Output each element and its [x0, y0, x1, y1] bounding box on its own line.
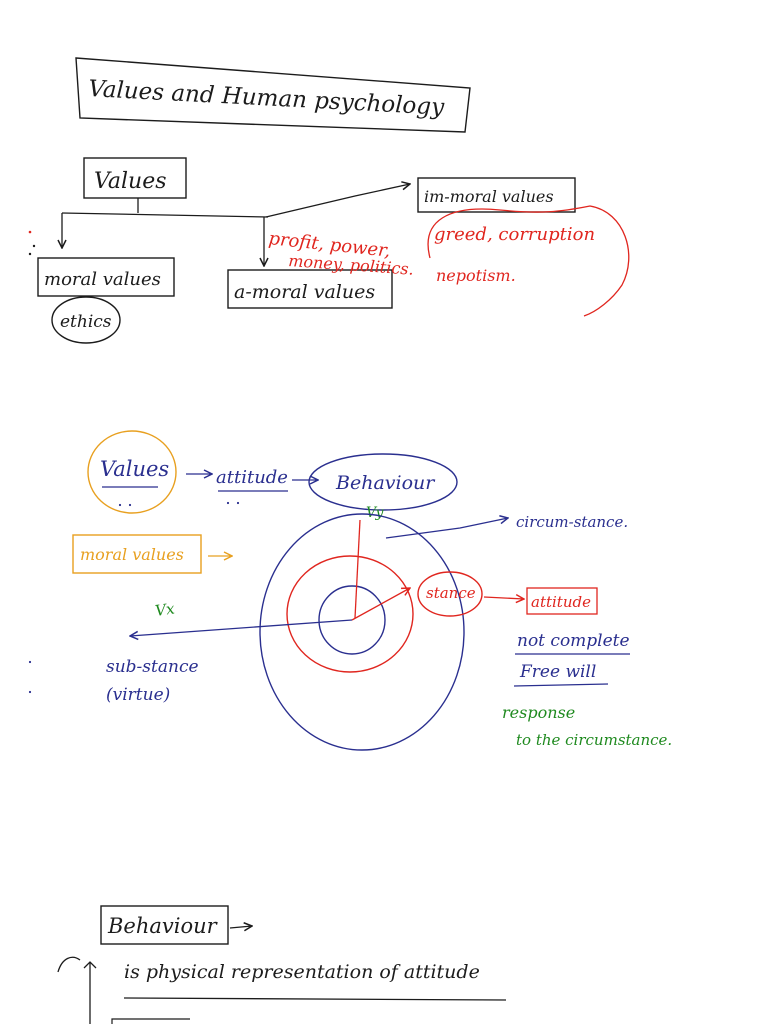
- arrow-center-to-stance: [351, 588, 410, 621]
- immoral-examples-line1: greed, corruption: [434, 224, 595, 245]
- amoral-values-box: [227, 269, 393, 309]
- values-root-box: [83, 157, 187, 199]
- definition-underline: [123, 997, 507, 1001]
- behaviour-ellipse: [308, 453, 458, 511]
- margin-dot: [128, 503, 132, 507]
- inner-circle: [318, 585, 386, 655]
- cut-off-box-edge: [111, 1018, 190, 1024]
- free-will-underline: [513, 683, 609, 687]
- behaviour-box: [100, 905, 229, 945]
- left-hook-mark: [57, 956, 81, 973]
- title-box: [75, 57, 471, 133]
- diagram-moral-values-label: moral values: [80, 545, 184, 564]
- amoral-values-label: a-moral values: [234, 281, 375, 303]
- outer-circle: [259, 513, 465, 751]
- circumstance-label: circum-stance.: [516, 513, 628, 531]
- ethics-label: ethics: [60, 312, 112, 332]
- moral-values-box: [37, 257, 175, 297]
- arrow-from-behaviour: [229, 926, 252, 928]
- vx-label: Vx: [154, 599, 176, 620]
- middle-circle: [286, 555, 414, 673]
- attitude-box-label: attitude: [531, 593, 591, 611]
- immoral-values-box: [417, 177, 576, 213]
- attitude-box: [526, 587, 598, 615]
- margin-dot: [28, 690, 32, 694]
- immoral-examples-line2: nepotism.: [436, 266, 516, 285]
- margin-dot: [118, 503, 122, 507]
- behaviour-definition-text: is physical representation of attitude: [124, 961, 480, 983]
- diagram-attitude-label: attitude: [216, 467, 288, 488]
- margin-dot: [236, 501, 240, 505]
- to-the-circumstance-label: to the circumstance.: [516, 731, 672, 749]
- psychology-diagram: Values attitude Behaviour Vy circum-stan…: [28, 430, 672, 751]
- ethics-circle: [51, 296, 121, 344]
- diagram-values-label: Values: [100, 457, 169, 481]
- vy-label: Vy: [366, 505, 385, 521]
- response-label: response: [502, 703, 575, 722]
- stance-label: stance: [426, 584, 476, 602]
- diagram-moral-values-box: [72, 534, 202, 574]
- arrow-stance-to-attitude: [483, 597, 524, 599]
- not-complete-label: not complete: [517, 631, 630, 651]
- amoral-examples-line2: money, politics.: [288, 251, 415, 279]
- moral-values-label: moral values: [44, 269, 161, 290]
- stance-ellipse: [417, 571, 483, 617]
- margin-dot: [32, 244, 36, 248]
- values-root-label: Values: [94, 169, 167, 194]
- title-block: Values and Human psychology: [75, 57, 471, 133]
- margin-dot: [226, 501, 230, 505]
- diagram-behaviour-label: Behaviour: [335, 472, 436, 494]
- left-arrowhead: [83, 961, 97, 969]
- arrow-to-immoral: [265, 184, 410, 218]
- bottom-behaviour-label: Behaviour: [107, 914, 219, 938]
- margin-dot: [28, 230, 32, 234]
- virtue-label: (virtue): [106, 685, 170, 705]
- values-tree: Values moral values ethics a-moral value…: [28, 157, 630, 344]
- margin-dot: [28, 252, 32, 256]
- behaviour-definition: Behaviour is physical representation of …: [57, 905, 507, 1024]
- tree-branch: [61, 212, 269, 218]
- values-circle: [87, 430, 177, 514]
- vertical-red-line: [354, 519, 361, 619]
- immoral-examples-outline: [427, 205, 630, 317]
- margin-dot: [28, 660, 32, 664]
- arrow-to-circumstance: [385, 518, 508, 539]
- free-will-label: Free will: [519, 662, 596, 682]
- substance-label: sub-stance: [106, 657, 199, 677]
- immoral-values-label: im-moral values: [424, 187, 554, 206]
- arrow-center-to-substance: [130, 619, 353, 636]
